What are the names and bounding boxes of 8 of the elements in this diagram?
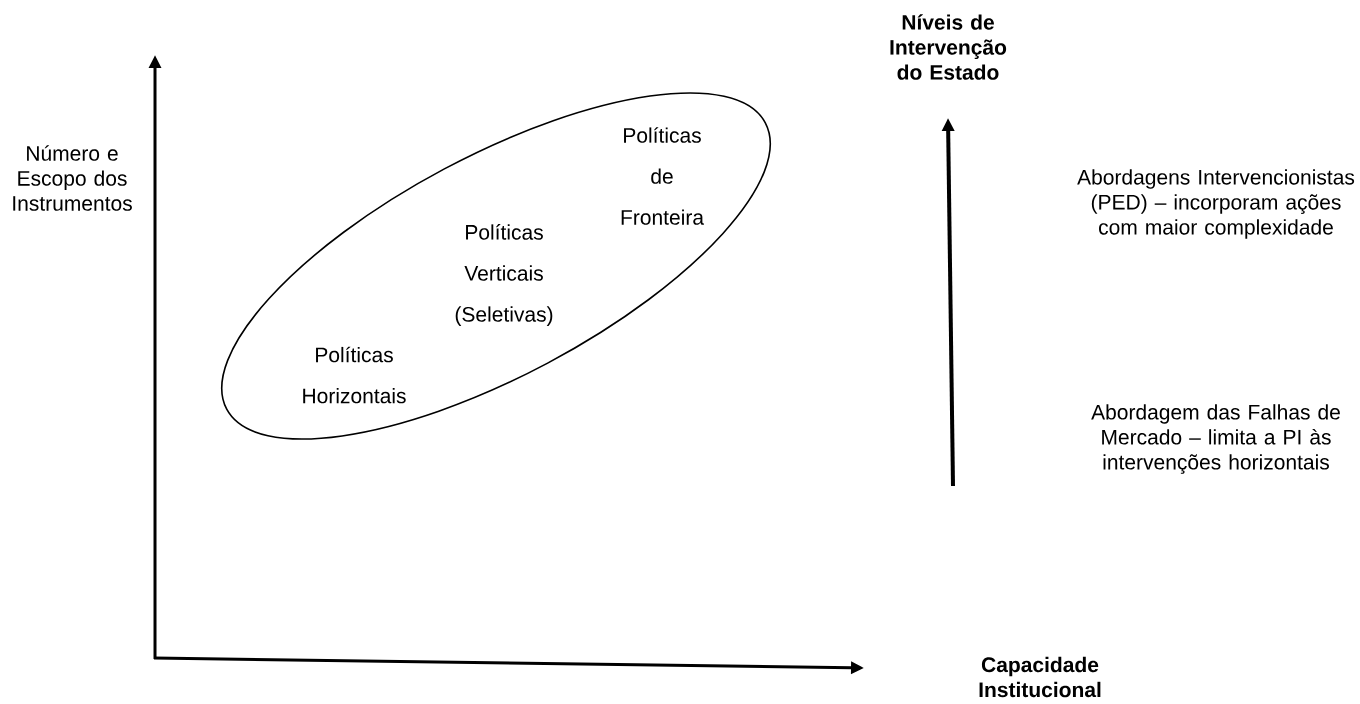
axis-label: Capacidade Institucional — [979, 656, 1101, 698]
policy-label: Políticas Horizontais — [303, 346, 406, 404]
annotation-text: Abordagem das Falhas de Mercado – limita a PI às intervenções horizontais — [1091, 404, 1340, 474]
policy-label: Políticas de Fronteira — [621, 127, 704, 225]
annotation-text: Abordagens Intervencionistas (PED) – incorporam ações com maior complexidade — [1077, 169, 1355, 239]
axis-label: Níveis de Intervenção do Estado — [890, 14, 1007, 80]
policy-label: Políticas Verticais (Seletivas) — [455, 224, 553, 326]
axis-label: Número e Escopo dos Instrumentos — [13, 145, 132, 211]
